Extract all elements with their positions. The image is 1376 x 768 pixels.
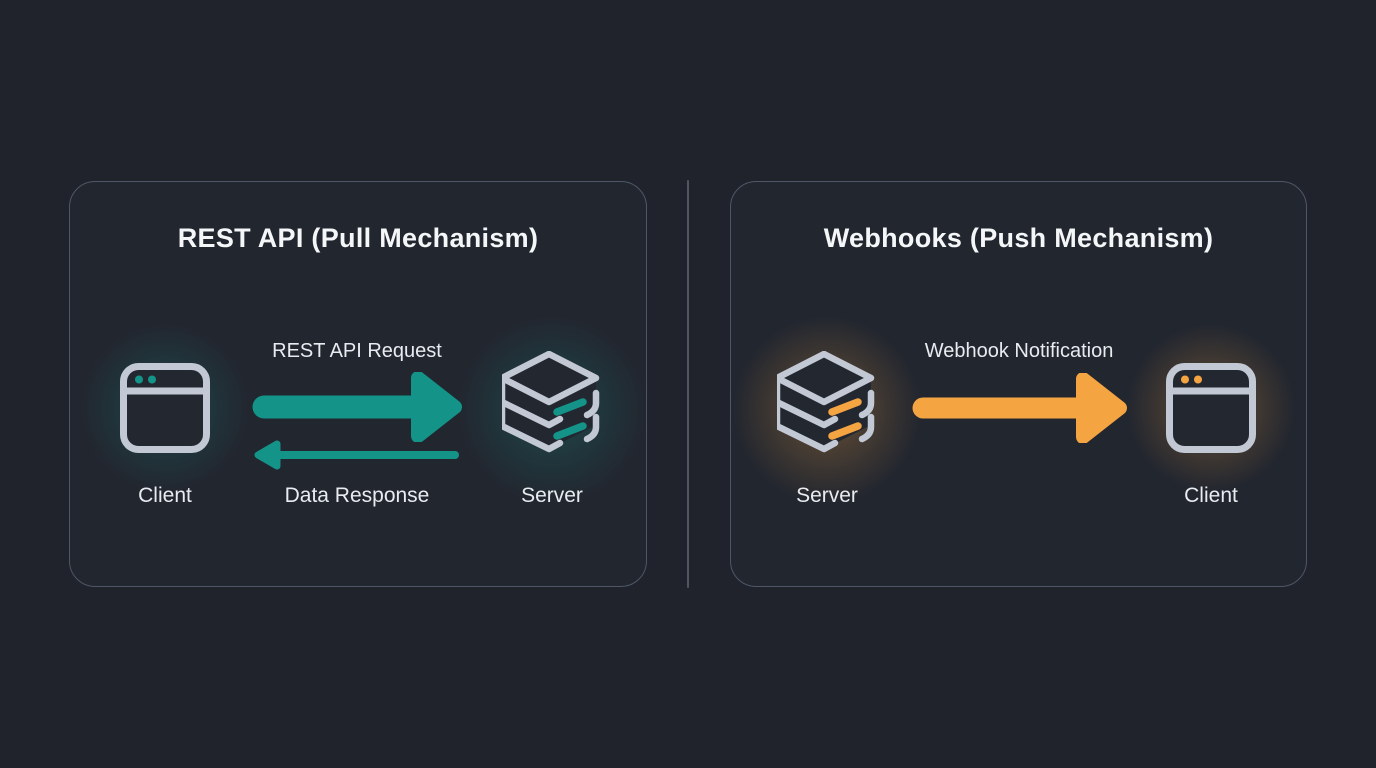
server-icon xyxy=(502,351,600,453)
response-arrow xyxy=(254,440,459,470)
client-label: Client xyxy=(1184,484,1238,507)
rest-api-panel-title: REST API (Pull Mechanism) xyxy=(177,223,539,253)
notification-arrow-label: Webhook Notification xyxy=(924,340,1114,362)
server-label: Server xyxy=(521,484,583,507)
request-arrow xyxy=(252,372,462,442)
server-label: Server xyxy=(796,484,858,507)
webhooks-panel: Webhooks (Push Mechanism) We xyxy=(730,181,1307,587)
notification-arrow xyxy=(912,373,1127,443)
client-icon xyxy=(120,363,210,453)
client-icon xyxy=(1166,363,1256,453)
client-label: Client xyxy=(138,484,192,507)
response-arrow-label: Data Response xyxy=(284,484,430,507)
request-arrow-label: REST API Request xyxy=(272,340,442,362)
server-icon xyxy=(777,351,875,453)
rest-api-panel: REST API (Pull Mechanism) xyxy=(69,181,647,587)
panel-divider xyxy=(687,180,689,588)
webhooks-panel-title: Webhooks (Push Mechanism) xyxy=(823,223,1214,253)
